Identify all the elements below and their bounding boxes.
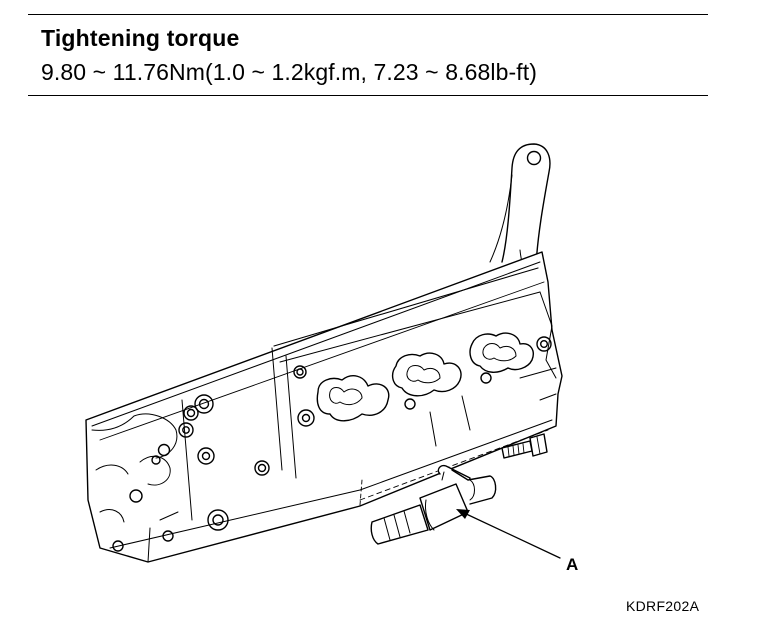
callout-leader (456, 509, 561, 559)
spec-value: 9.80 ~ 11.76Nm(1.0 ~ 1.2kgf.m, 7.23 ~ 8.… (41, 59, 537, 85)
head-bolt-holes (178, 336, 552, 531)
solenoid-bolt (501, 433, 548, 459)
cylinder-head-end (91, 413, 179, 552)
figure-code: KDRF202A (626, 598, 700, 614)
intake-ports (316, 332, 534, 422)
callout-label-a: A (566, 555, 579, 574)
cylinder-head-body (85, 251, 563, 563)
oil-control-valve (370, 464, 497, 545)
tightening-torque-spec: Tightening torque 9.80 ~ 11.76Nm(1.0 ~ 1… (28, 14, 708, 96)
spec-title: Tightening torque (41, 25, 240, 51)
